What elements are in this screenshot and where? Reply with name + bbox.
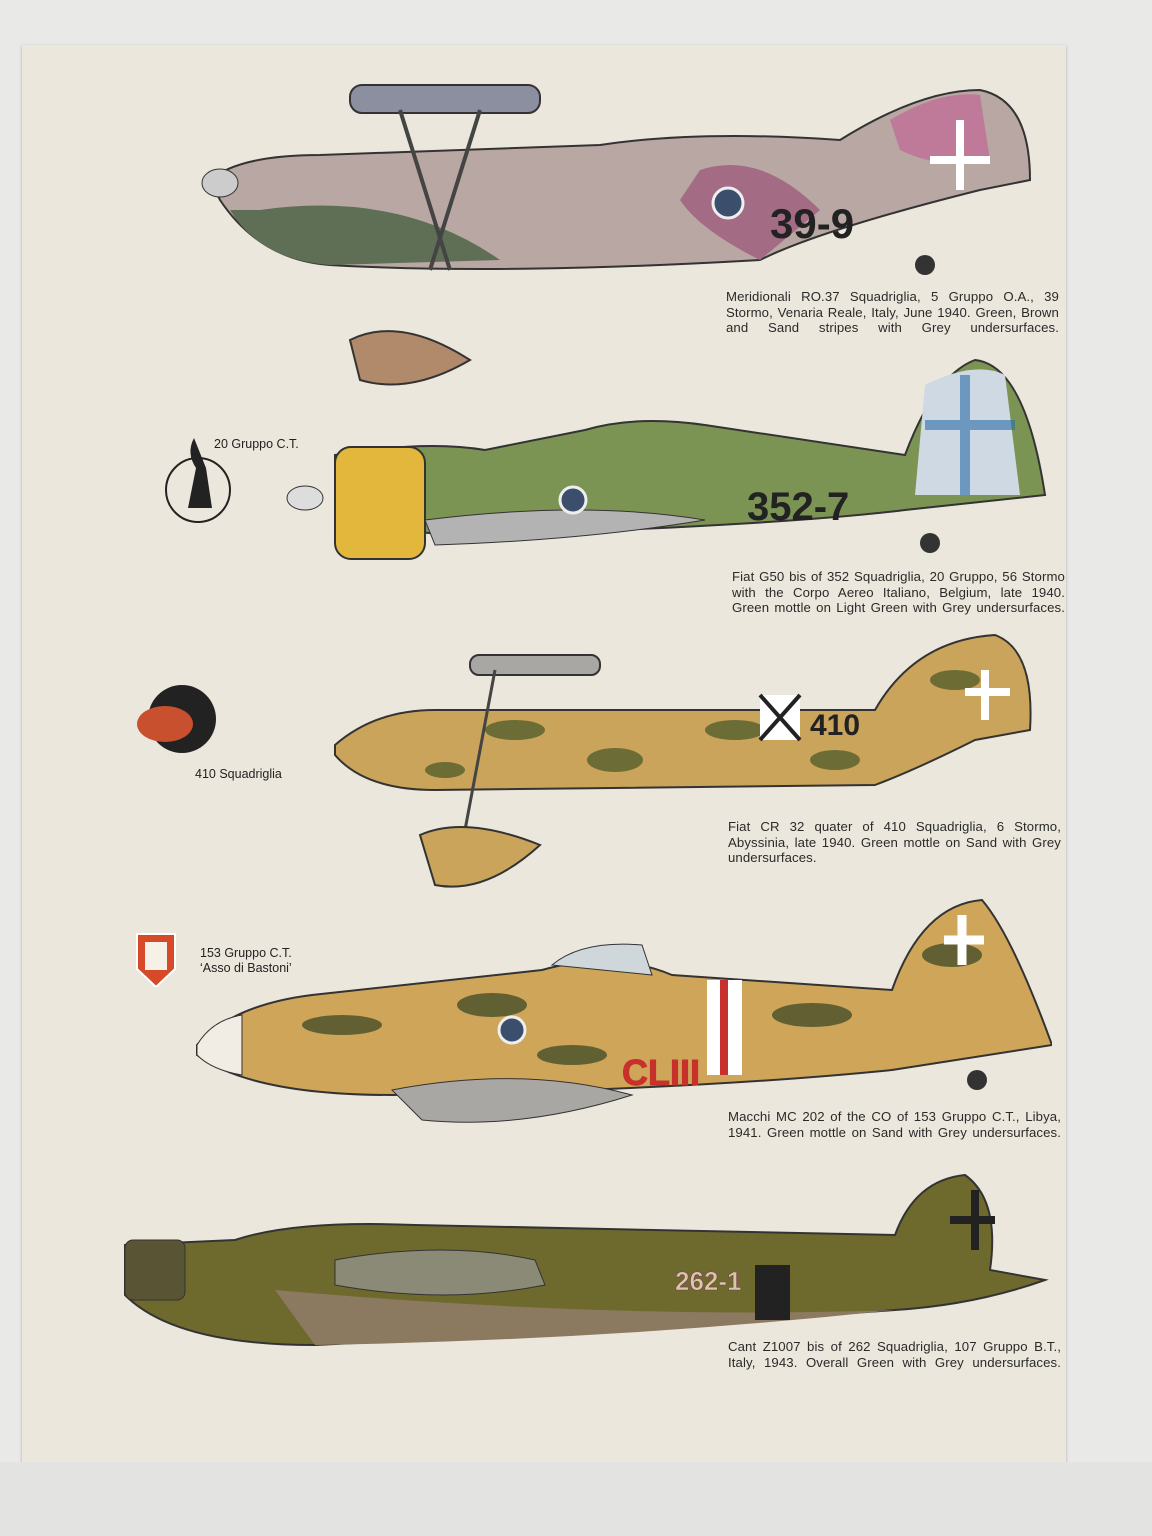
insignia-410-squadriglia — [137, 685, 216, 753]
aircraft-caption: Fiat G50 bis of 352 Squadriglia, 20 Grup… — [732, 569, 1065, 616]
aircraft-marking: 352-7 — [747, 485, 849, 529]
aircraft-marking: 410 — [810, 709, 860, 742]
insignia-label: 20 Gruppo C.T. — [214, 437, 299, 451]
aircraft-caption: Cant Z1007 bis of 262 Squadriglia, 107 G… — [728, 1339, 1061, 1370]
cant-z1007-illustration: 262-1 — [124, 1173, 1049, 1347]
background-surface — [0, 1462, 1152, 1536]
insignia-label: 410 Squadriglia — [195, 767, 282, 781]
macchi-mc202-illustration: CLIII — [196, 898, 1052, 1123]
aircraft-marking: CLIII — [622, 1052, 700, 1093]
insignia-153-gruppo — [136, 933, 176, 987]
fiat-cr32-illustration: 410 — [334, 633, 1032, 888]
ro37-illustration: 39-9 — [201, 84, 1032, 386]
aircraft-caption: Meridionali RO.37 Squadriglia, 5 Gruppo … — [726, 289, 1059, 336]
aircraft-marking: 262-1 — [675, 1266, 742, 1296]
aircraft-caption: Fiat CR 32 quater of 410 Squadriglia, 6 … — [728, 819, 1061, 866]
aircraft-caption: Macchi MC 202 of the CO of 153 Gruppo C.… — [728, 1109, 1061, 1140]
aircraft-marking: 39-9 — [770, 200, 854, 247]
insignia-sublabel: ‘Asso di Bastoni’ — [200, 961, 292, 975]
insignia-20-gruppo — [165, 438, 231, 523]
fiat-g50-illustration: 352-7 — [286, 358, 1047, 560]
insignia-label: 153 Gruppo C.T. — [200, 946, 292, 960]
